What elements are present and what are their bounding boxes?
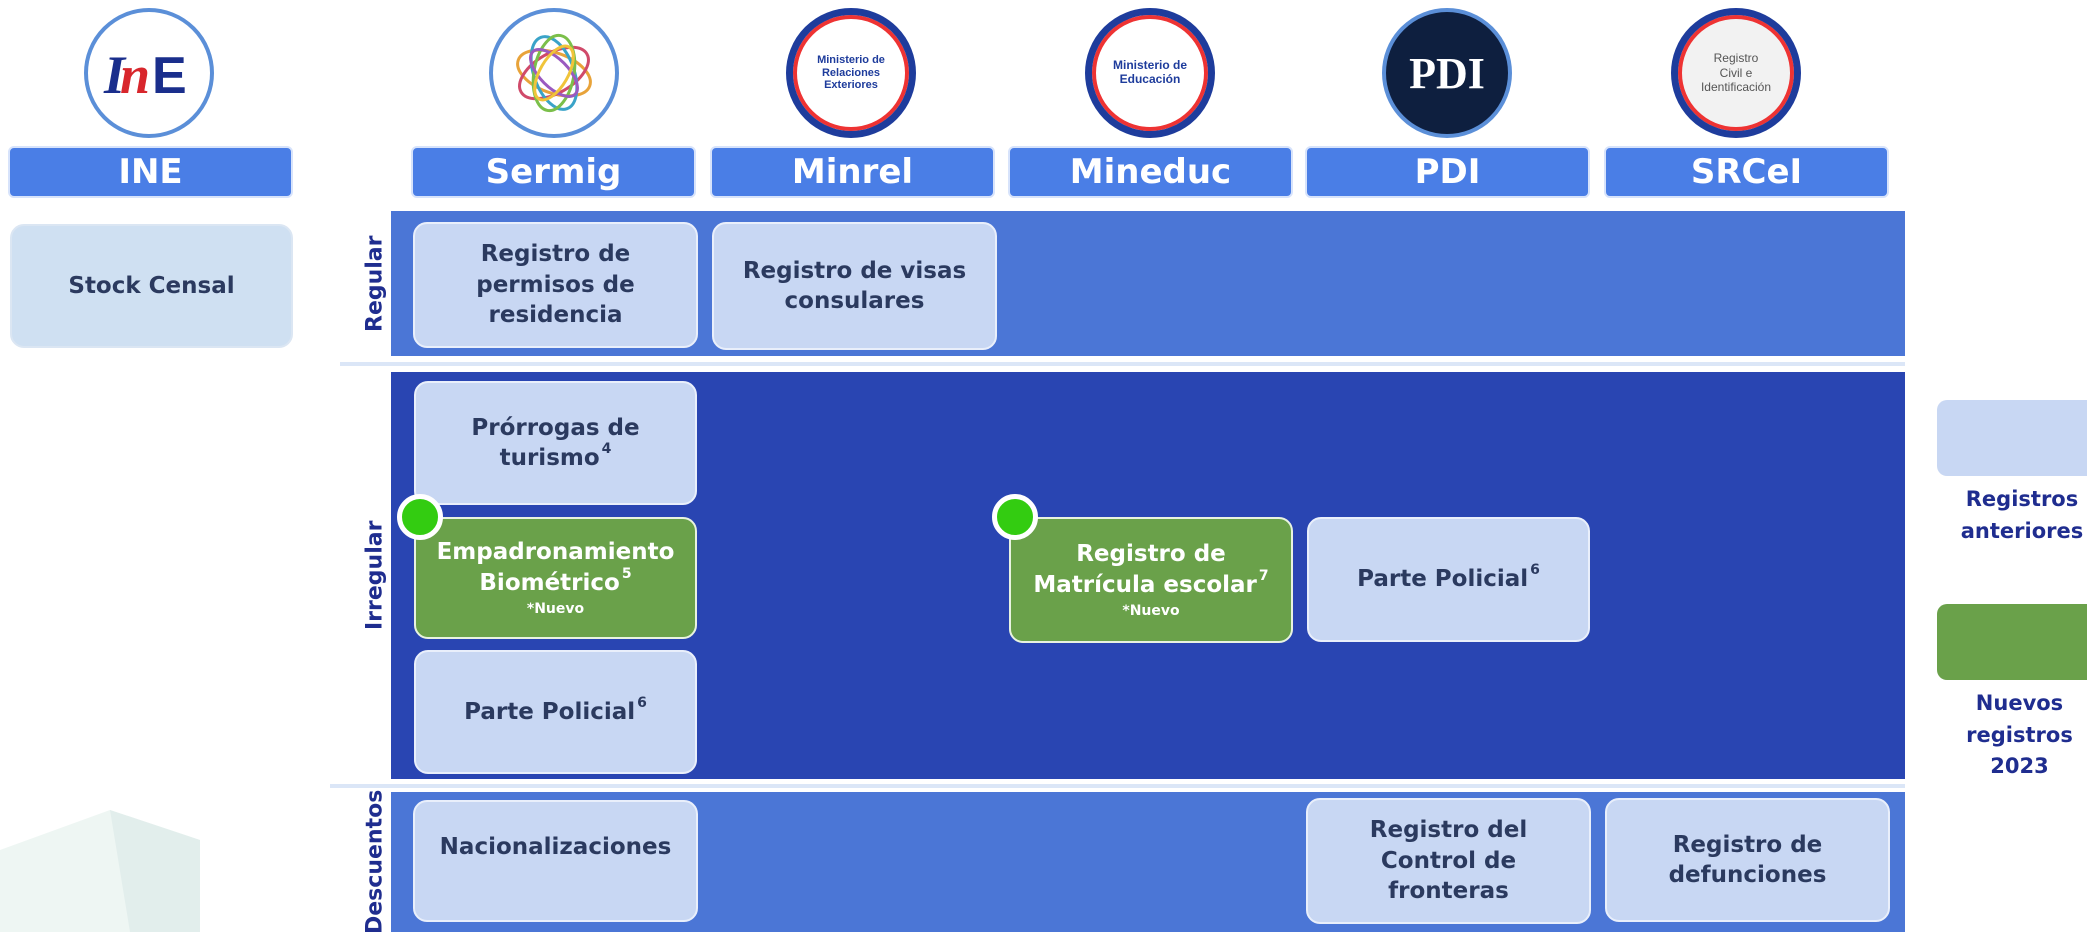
legend-swatch-old	[1937, 400, 2087, 476]
minrel-logo-line1: Ministerio de	[817, 54, 885, 67]
separator-line	[330, 784, 1905, 788]
sermig-logo	[489, 8, 619, 138]
pdi-logo: PDI	[1382, 8, 1512, 138]
row-label-descuentos: Descuentos	[362, 789, 388, 934]
header-sermig: Sermig	[411, 146, 696, 198]
row-label-irregular: Irregular	[362, 520, 388, 631]
svg-text:I: I	[103, 45, 127, 105]
new-indicator-dot	[992, 494, 1038, 540]
card-visas-consulares-label: Registro de visas consulares	[742, 257, 967, 314]
srcei-logo: Registro Civil e Identificación	[1671, 8, 1801, 138]
card-nacionalizaciones: Nacionalizaciones	[413, 800, 698, 922]
new-note: *Nuevo	[526, 601, 585, 618]
pdi-logo-text: PDI	[1409, 48, 1485, 98]
minrel-logo-line2: Relaciones	[821, 66, 881, 79]
header-mineduc: Mineduc	[1008, 146, 1293, 198]
srcei-logo-line1: Registro	[1713, 51, 1759, 66]
header-minrel: Minrel	[710, 146, 995, 198]
card-defunciones-label: Registro de defunciones	[1668, 831, 1827, 888]
card-matricula-label: Registro de Matrícula escolar	[1033, 541, 1257, 598]
footnote-6: 6	[637, 694, 647, 711]
footnote-6: 6	[1530, 562, 1540, 579]
srcei-logo-line2: Civil e	[1719, 65, 1753, 80]
svg-text:n: n	[120, 45, 150, 105]
minrel-logo: Ministerio de Relaciones Exteriores	[786, 8, 916, 138]
card-nacionalizaciones-label: Nacionalizaciones	[439, 834, 672, 860]
card-control-fronteras-label: Registro del Control de fronteras	[1369, 817, 1528, 905]
header-srcei: SRCeI	[1604, 146, 1889, 198]
ine-logo: I n E	[84, 8, 214, 138]
svg-text:E: E	[152, 47, 187, 105]
watermark-shape	[0, 810, 200, 932]
card-parte-policial-pdi-label: Parte Policial	[1357, 566, 1529, 593]
mineduc-logo-line2: Educación	[1119, 72, 1181, 86]
new-note: *Nuevo	[1122, 603, 1180, 620]
card-visas-consulares: Registro de visas consulares	[712, 222, 997, 350]
card-parte-policial-sermig-label: Parte Policial	[464, 698, 636, 725]
srcei-logo-line3: Identificación	[1700, 80, 1772, 95]
footnote-5: 5	[621, 565, 632, 582]
stock-censal-label: Stock Censal	[68, 272, 235, 299]
header-ine: INE	[8, 146, 293, 198]
card-permisos-residencia-label: Registro de permisos de residencia	[476, 241, 635, 329]
card-defunciones: Registro de defunciones	[1605, 798, 1890, 922]
footnote-4: 4	[601, 441, 612, 457]
new-indicator-dot	[397, 494, 443, 540]
stock-censal-card: Stock Censal	[10, 224, 293, 348]
mineduc-logo-line1: Ministerio de	[1112, 58, 1187, 73]
legend-label-old: Registros anteriores	[1960, 487, 2084, 543]
footnote-7: 7	[1258, 567, 1269, 584]
header-pdi: PDI	[1305, 146, 1590, 198]
separator-line	[340, 362, 1905, 366]
card-permisos-residencia: Registro de permisos de residencia	[413, 222, 698, 348]
card-empadronamiento-label: Empadronamiento Biométrico	[436, 539, 675, 596]
card-control-fronteras: Registro del Control de fronteras	[1306, 798, 1591, 924]
row-label-regular: Regular	[362, 235, 388, 332]
minrel-logo-line3: Exteriores	[824, 79, 878, 92]
mineduc-logo: Ministerio de Educación	[1085, 8, 1215, 138]
legend-swatch-new	[1937, 604, 2087, 680]
card-prorrogas-label: Prórrogas de turismo	[471, 414, 640, 471]
legend-label-new: Nuevos registros 2023	[1966, 691, 2073, 778]
